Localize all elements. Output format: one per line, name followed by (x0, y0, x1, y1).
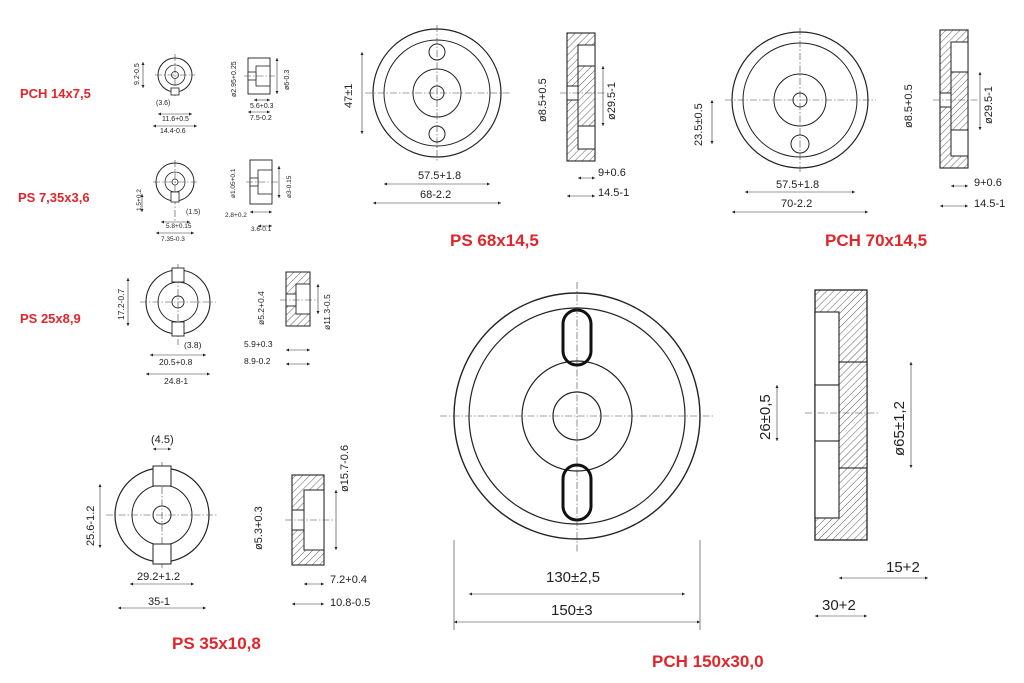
part-ps25-section-view: ø5.2+0.4 ø11.3-0.5 5.9+0.3 8.9-0.2 (244, 271, 332, 366)
ps68-dim-total: 14.5-1 (598, 187, 629, 199)
part-pch70-section-view: ø8.5+0.5 ø29.5-1 9+0.6 14.5-1 (903, 29, 1005, 210)
title-pch70: PCH 70x14,5 (825, 231, 928, 250)
pch14-dim-bore: ø2.95+0.25 (231, 61, 238, 97)
pch14-dim-depth: 5.6+0.3 (250, 103, 274, 110)
ps7-dim-inner: 5.8+0.15 (166, 223, 192, 230)
ps68-dim-outer-bore: ø29.5-1 (606, 82, 618, 120)
ps7-dim-total: 3.6-0.1 (251, 226, 272, 233)
ps7-dim-outer-bore: ø3-0.15 (286, 175, 293, 198)
ps25-dim-outer-bore: ø11.3-0.5 (322, 294, 332, 330)
part-pch14-front-view: 9.2-0.5 (3.6) 11.6+0.5 14.4-0.6 (134, 54, 197, 135)
ps68-dim-bore: ø8.5+0.5 (537, 78, 549, 122)
ps35-dim-outer: 35-1 (148, 596, 170, 608)
pch14-dim-outer: 14.4-0.6 (160, 128, 186, 135)
pch150-dim-inner: 130±2,5 (546, 569, 600, 586)
ps35-dim-depth: 7.2+0.4 (330, 574, 367, 586)
ps25-dim-outer: 24.8-1 (164, 376, 188, 386)
ps68-dim-outer: 68-2.2 (420, 189, 451, 201)
pch14-dim-gap: (3.6) (156, 100, 170, 107)
ps35-dim-outer-bore: ø15.7-0.6 (339, 445, 351, 492)
pch70-dim-total: 14.5-1 (974, 198, 1005, 210)
ps25-dim-bore: ø5.2+0.4 (256, 291, 266, 325)
part-ps7-front-view: 1.5+0.2 (1.5) 5.8+0.15 7.35-0.3 (136, 160, 200, 243)
ps25-dim-total: 8.9-0.2 (244, 356, 271, 366)
pch70-dim-inner: 57.5+1.8 (776, 179, 819, 191)
ps7-dim-height: 1.5+0.2 (136, 189, 143, 211)
part-pch150-section-view: 26±0,5 ø65±1,2 15+2 30+2 (757, 289, 928, 618)
title-ps7: PS 7,35x3,6 (18, 190, 90, 205)
pch150-dim-depth: 15+2 (886, 559, 920, 576)
part-ps68-section-view: ø8.5+0.5 ø29.5-1 9+0.6 14.5-1 (537, 32, 629, 199)
pch150-dim-outer-bore: ø65±1,2 (891, 401, 908, 456)
pch150-dim-total: 30+2 (822, 597, 856, 614)
part-pch150-front-view: 130±2,5 150±3 (440, 282, 715, 630)
pch150-dim-bore: 26±0,5 (757, 394, 774, 440)
ps35-dim-bore: ø5.3+0.3 (253, 506, 265, 550)
pch70-dim-bore: ø8.5+0.5 (903, 84, 915, 128)
part-pch70-front-view: 23.5±0.5 57.5+1.8 70-2.2 (693, 28, 876, 214)
ps7-dim-bore: ø1.05+0.1 (230, 168, 237, 198)
part-ps68-front-view: 47±1 57.5+1.8 68-2.2 (343, 25, 510, 205)
pch14-dim-total: 7.5-0.2 (250, 115, 272, 122)
part-ps7-section-view: ø1.05+0.1 ø3-0.15 2.8+0.2 3.6-0.1 (225, 159, 293, 233)
ps68-dim-height: 47±1 (343, 84, 355, 108)
pch70-dim-outer: 70-2.2 (781, 198, 812, 210)
pch70-dim-height: 23.5±0.5 (693, 103, 705, 146)
ps35-dim-total: 10.8-0.5 (330, 597, 370, 609)
ps25-dim-inner: 20.5+0.8 (159, 357, 193, 367)
title-pch150: PCH 150x30,0 (652, 652, 764, 671)
pch70-dim-depth: 9+0.6 (974, 177, 1002, 189)
ps35-dim-inner: 29.2+1.2 (137, 571, 180, 583)
ps7-dim-gap: (1.5) (186, 209, 200, 216)
pch150-dim-outer: 150±3 (551, 602, 593, 619)
pch70-dim-outer-bore: ø29.5-1 (983, 86, 995, 124)
title-ps25: PS 25x8,9 (20, 311, 81, 326)
pch14-dim-inner: 11.6+0.5 (162, 116, 189, 123)
title-ps68: PS 68x14,5 (450, 231, 539, 250)
title-pch14: PCH 14x7,5 (20, 86, 91, 101)
ps25-dim-height: 17.2-0.7 (116, 289, 126, 320)
ps7-dim-outer: 7.35-0.3 (161, 236, 185, 243)
ps35-dim-height: 25.6-1.2 (85, 506, 97, 546)
pch14-dim-height: 9.2-0.5 (134, 63, 141, 85)
ps68-dim-inner: 57.5+1.8 (418, 170, 461, 182)
part-pch14-section-view: ø2.95+0.25 ø6-0.3 5.6+0.3 7.5-0.2 (231, 57, 291, 122)
pch14-dim-outer-bore: ø6-0.3 (284, 70, 291, 90)
ps25-dim-depth: 5.9+0.3 (244, 339, 273, 349)
title-ps35: PS 35x10,8 (172, 634, 261, 653)
ps68-dim-depth: 9+0.6 (598, 167, 626, 179)
ps35-dim-gap: (4.5) (151, 434, 174, 446)
ps25-dim-gap: (3.8) (184, 340, 202, 350)
ps7-dim-depth: 2.8+0.2 (225, 212, 247, 219)
part-ps25-front-view: 17.2-0.7 (3.8) 20.5+0.8 24.8-1 (116, 264, 216, 386)
part-ps35-section-view: ø5.3+0.3 ø15.7-0.6 7.2+0.4 10.8-0.5 (253, 445, 370, 609)
part-ps35-front-view: (4.5) 25.6-1.2 29.2+1.2 35-1 (85, 434, 218, 610)
